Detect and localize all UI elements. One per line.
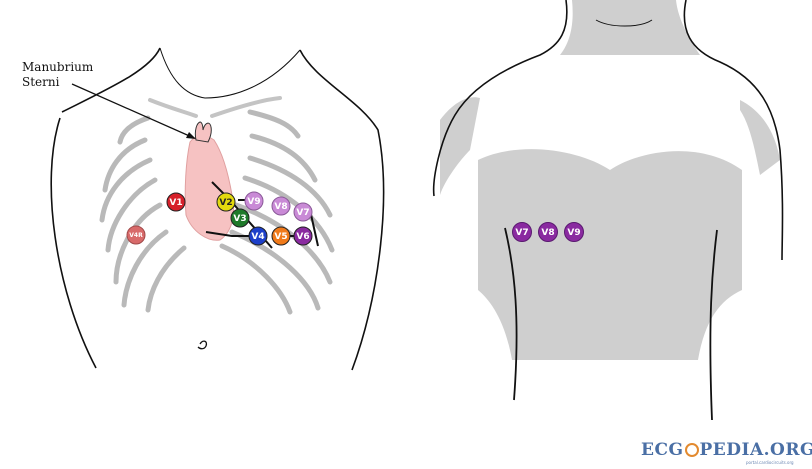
electrode-label: V9 (247, 197, 260, 207)
back-torso-figure (432, 0, 784, 421)
electrode-label: V8 (541, 228, 554, 238)
front-electrodes: V1 V2 V3 V4 V5 V6 V7 V8 (126, 191, 313, 246)
electrode-v4: V4 (248, 226, 268, 246)
front-torso-outline (50, 47, 385, 371)
logo-subtitle: portal.cardiocircuits.org (746, 460, 794, 465)
back-shading (560, 0, 700, 55)
electrode-dot (166, 192, 186, 212)
back-shading (440, 97, 480, 195)
electrode-v5: V5 (271, 226, 291, 246)
electrode-dot (230, 208, 250, 228)
heart-icon (184, 135, 234, 241)
back-shading (478, 149, 742, 360)
arrowhead-icon (186, 132, 196, 139)
electrode-dot (512, 222, 532, 242)
electrode-label: V4R (129, 232, 143, 239)
clavicles (148, 96, 282, 118)
back-torso-outline (432, 0, 784, 261)
electrode-label: V6 (296, 232, 309, 242)
neck-crease (595, 19, 653, 27)
electrode-dot (271, 196, 291, 216)
electrode-v9-back: V9 (564, 222, 584, 242)
electrode-label: V7 (296, 208, 309, 218)
ecgpedia-logo[interactable]: ECG PEDIA.ORG (641, 440, 812, 460)
manubrium-annotation: Manubrium Sterni (22, 60, 93, 90)
navel-mark (197, 340, 208, 350)
electrode-v9-front: V9 (244, 191, 264, 211)
electrode-v1: V1 (166, 192, 186, 212)
electrode-dot (538, 222, 558, 242)
electrode-dot (564, 222, 584, 242)
electrode-dot (293, 226, 313, 246)
electrode-label: V1 (169, 198, 182, 208)
electrode-dot (216, 192, 236, 212)
electrode-v8-back: V8 (538, 222, 558, 242)
logo-heart-icon (684, 443, 699, 457)
electrode-dot (293, 202, 313, 222)
electrode-label: V3 (233, 214, 246, 224)
electrode-v7-back: V7 (512, 222, 532, 242)
electrode-v8-front: V8 (271, 196, 291, 216)
electrode-label: V8 (274, 202, 287, 212)
annotation-arrow (71, 83, 195, 139)
electrode-label: V5 (274, 232, 287, 242)
annotation-line-2: Sterni (22, 75, 60, 89)
electrode-dot (126, 225, 146, 245)
front-neck-outline (159, 47, 301, 99)
logo-text-right: PEDIA.ORG (699, 440, 812, 460)
annotation-line-1: Manubrium (22, 60, 94, 74)
back-torso-outline (504, 227, 718, 421)
electrode-label: V4 (251, 232, 264, 242)
electrode-label: V9 (567, 228, 580, 238)
electrode-label: V7 (515, 228, 528, 238)
electrode-dot (244, 191, 264, 211)
electrode-label: V2 (219, 198, 232, 208)
electrode-v2: V2 (216, 192, 236, 212)
back-shading (740, 100, 780, 175)
logo-text-left: ECG (641, 440, 684, 460)
electrode-v3: V3 (230, 208, 250, 228)
electrode-v7-front: V7 (293, 202, 313, 222)
manubrium-sterni (194, 121, 212, 143)
electrode-v6: V6 (293, 226, 313, 246)
electrode-dot (248, 226, 268, 246)
electrode-v4r: V4R (126, 225, 146, 245)
front-torso-figure (50, 47, 385, 371)
back-electrodes: V7 V8 V9 (512, 222, 584, 242)
electrode-dot (271, 226, 291, 246)
